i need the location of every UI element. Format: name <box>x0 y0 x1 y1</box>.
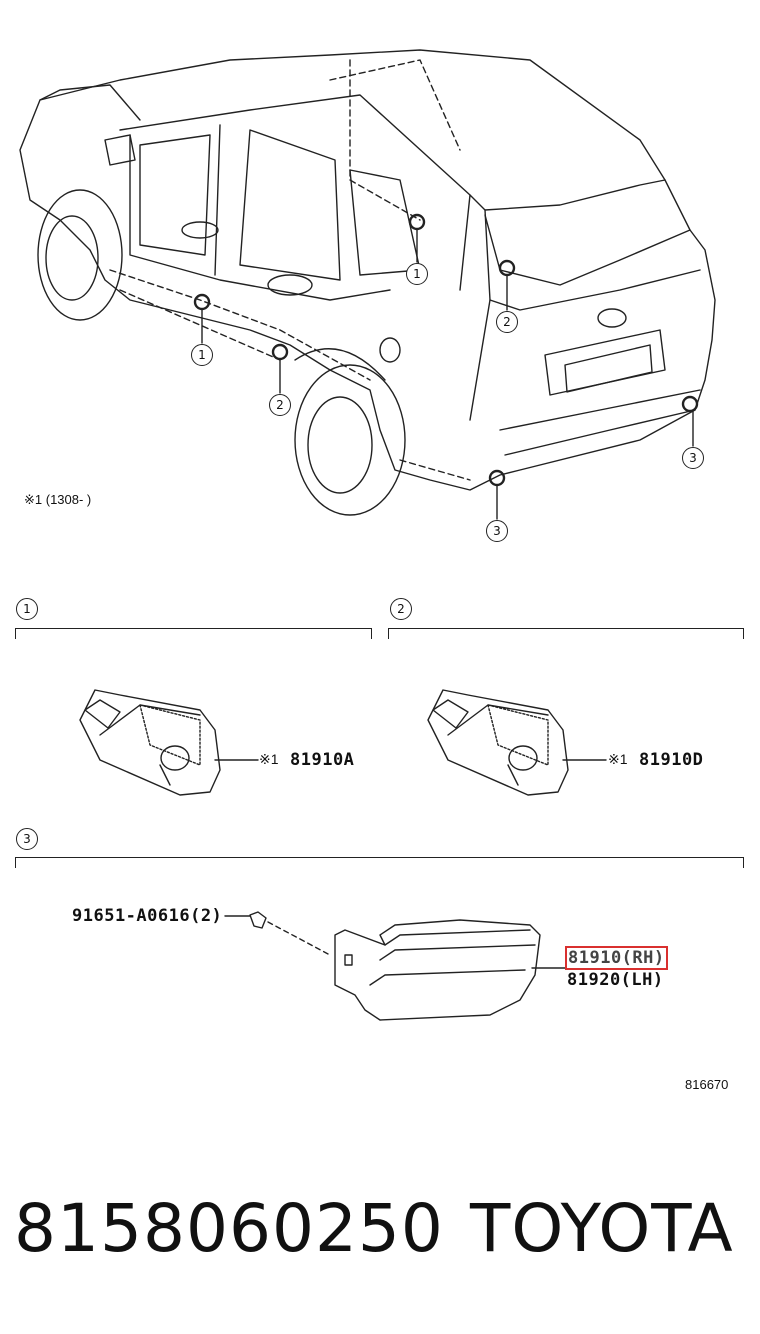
callout-3-bottom: 3 <box>486 520 508 542</box>
bolt-part-label: 91651-A0616(2) <box>72 906 223 926</box>
lamp-81910A-drawing <box>79 689 259 796</box>
lamp-81910D-drawing <box>427 689 607 796</box>
callout-1-upper: 1 <box>406 263 428 285</box>
part-81910A-label: 81910A <box>290 750 355 770</box>
footer-part-number: 8158060250 <box>14 1190 444 1267</box>
note-mark-1: ※1 <box>259 751 279 767</box>
section-3-label: 3 <box>16 828 38 850</box>
part-81910D-label: 81910D <box>639 750 704 770</box>
callout-leaders <box>201 228 694 520</box>
section-2-bracket <box>388 628 744 639</box>
callout-3-right: 3 <box>682 447 704 469</box>
applicability-note: ※1 (1308- ) <box>24 492 92 507</box>
part-81910-rh-label[interactable]: 81910(RH) <box>565 946 668 970</box>
section-3-bracket <box>15 857 744 868</box>
callout-1-lower: 1 <box>191 344 213 366</box>
diagram-ref-code: 816670 <box>685 1077 729 1092</box>
section-1-bracket <box>15 628 372 639</box>
callout-2-upper: 2 <box>496 311 518 333</box>
part-81920-lh-label[interactable]: 81920(LH) <box>567 970 664 990</box>
note-mark-2: ※1 <box>608 751 628 767</box>
footer-brand: TOYOTA <box>470 1190 734 1267</box>
vehicle-outline <box>19 49 716 516</box>
callout-2-lower: 2 <box>269 394 291 416</box>
section-2-label: 2 <box>390 598 412 620</box>
reflector-lamp-drawing <box>224 911 566 1021</box>
section-1-label: 1 <box>16 598 38 620</box>
